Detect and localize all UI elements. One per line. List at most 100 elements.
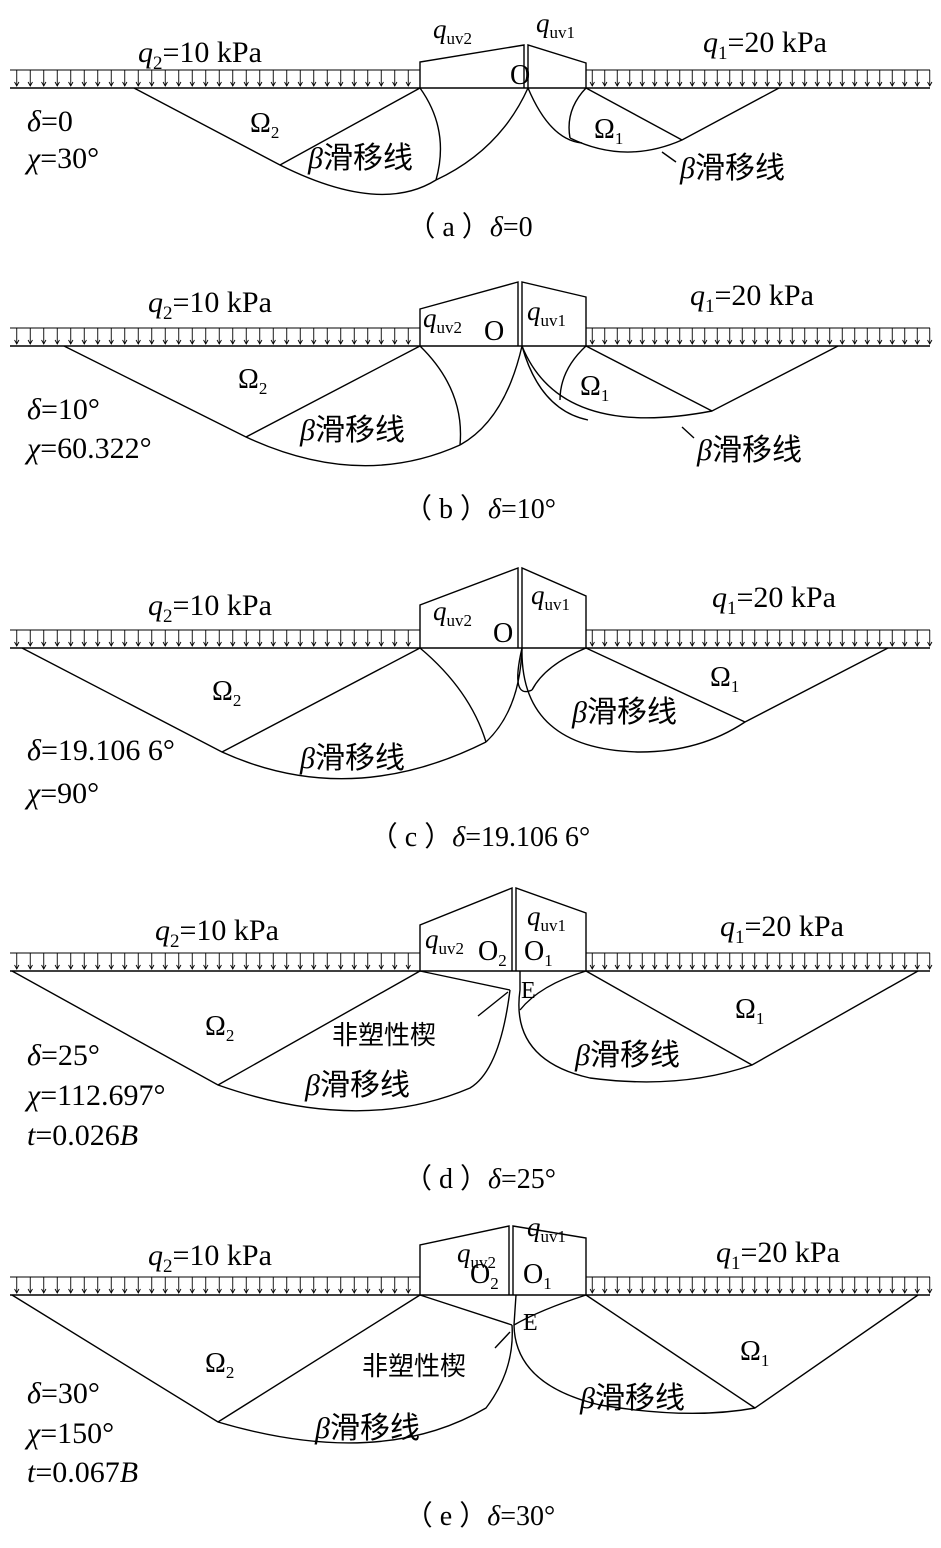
right-slip-boundary [521,345,839,419]
left-radial-line [217,1294,421,1423]
center-label: O2 [478,936,507,970]
center-left-arc [485,647,523,743]
wedge-label-leader [477,991,509,1017]
footing-left-block [419,1225,510,1295]
center-label: O [510,60,530,91]
surcharge-right-arrows [586,1276,933,1294]
surcharge-right-arrows [586,952,933,970]
center-right-arc [513,1294,919,1415]
surcharge-right-arrows [586,629,933,647]
center-label: O1 [524,936,553,970]
q1-load-label: q1=20 kPa [690,279,814,317]
surcharge-right-arrows [586,69,933,87]
right-radial-line [585,345,713,412]
left-slip-boundary [11,970,511,1112]
non-plastic-wedge-label: 非塑性楔 [332,1021,436,1050]
omega2-label: Ω2 [238,364,267,398]
center-right-arc [527,87,583,144]
omega1-label: Ω1 [580,371,609,405]
omega2-label: Ω2 [205,1348,234,1382]
left-fan-line [419,87,442,181]
surcharge-right-arrows [586,327,933,345]
right-radial-line [585,647,746,723]
quv2-label: quv2 [457,1238,496,1272]
panel-caption: （ d ）δ=25° [404,1163,556,1195]
center-right-arc [521,345,589,421]
omega1-label: Ω1 [710,662,739,696]
surcharge-left-arrows [10,629,420,647]
center-label: O [484,316,504,347]
q2-load-label: q2=10 kPa [138,36,262,74]
right-slip-boundary [521,647,889,753]
left-slip-boundary [63,345,461,467]
footing-right-block [521,281,587,346]
point-e-label: E [521,978,536,1004]
parameter-label: χ=150° [24,1417,114,1450]
q2-load-label: q2=10 kPa [148,286,272,324]
beta-slip-line-left-label: β滑移线 [314,1412,420,1445]
surcharge-left-arrows [10,69,420,87]
wedge-edge-line [419,970,511,991]
slip-label-leader [681,426,695,439]
panel-caption: （ b ）δ=10° [404,493,556,525]
parameter-label: χ=90° [24,777,99,810]
center-left-arc [459,345,523,446]
left-radial-line [279,87,421,166]
quv2-label: quv2 [433,596,472,630]
left-slip-boundary [21,647,487,780]
q2-load-label: q2=10 kPa [155,914,279,952]
right-fan-line [568,87,587,139]
quv2-label: quv2 [425,924,464,958]
right-slip-boundary [569,87,780,153]
left-radial-line [245,345,421,438]
center-label: O2 [470,1259,499,1293]
omega1-label: Ω1 [735,994,764,1028]
footing-right-block [521,566,587,648]
panel-caption: （ c ）δ=19.106 6° [370,821,590,853]
left-radial-line [217,970,421,1086]
parameter-label: χ=60.322° [24,432,152,465]
right-fan-line [519,970,587,1011]
left-fan-line [419,345,462,446]
q1-load-label: q1=20 kPa [712,581,836,619]
quv1-label: quv1 [527,901,566,935]
omega1-label: Ω1 [594,114,623,148]
q2-load-label: q2=10 kPa [148,1239,272,1277]
beta-slip-line-left-label: β滑移线 [299,742,405,775]
beta-slip-line-left-label: β滑移线 [304,1069,410,1102]
surcharge-left-arrows [10,952,420,970]
q1-load-label: q1=20 kPa [716,1236,840,1274]
quv1-label: quv1 [527,296,566,330]
q1-load-label: q1=20 kPa [720,910,844,948]
parameter-label: δ=0 [27,105,73,138]
parameter-label: δ=19.106 6° [27,734,175,767]
footing-left-block [419,886,513,971]
right-radial-line [585,970,753,1066]
parameter-label: χ=112.697° [24,1079,166,1112]
parameter-label: χ=30° [24,142,99,175]
left-slip-boundary [11,1294,513,1444]
footing-left-block [419,566,519,648]
center-label: O1 [523,1259,552,1293]
beta-slip-line-right-label: β滑移线 [579,1382,685,1415]
surcharge-left-arrows [10,1276,420,1294]
beta-slip-line-right-label: β滑移线 [574,1039,680,1072]
footing-left-block [419,281,519,346]
left-fan-line [419,647,487,743]
panel-caption: （ e ）δ=30° [405,1500,555,1532]
parameter-label: δ=30° [27,1377,100,1410]
parameter-label: t=0.026B [27,1119,138,1152]
q1-load-label: q1=20 kPa [703,26,827,64]
quv1-label: quv1 [527,1212,566,1246]
center-left-arc [435,87,529,181]
right-radial-line [585,87,683,141]
wedge-edge-line [419,1294,513,1326]
quv1-label: quv1 [531,580,570,614]
non-plastic-wedge-label: 非塑性楔 [362,1352,466,1381]
footing-right-block [515,887,587,971]
